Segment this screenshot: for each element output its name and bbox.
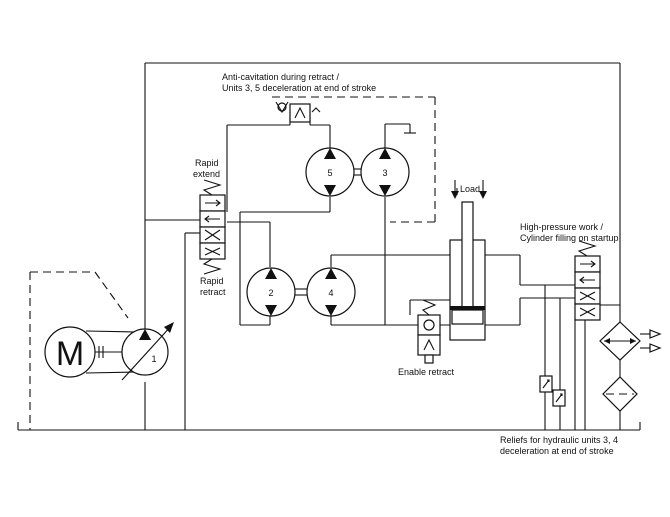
load-arrows [451, 180, 487, 199]
pump-1-number: 1 [151, 354, 156, 364]
enable-retract-valve [417, 299, 441, 364]
motor-letter: M [56, 335, 84, 373]
unit-5-number: 5 [327, 168, 332, 178]
label-rapid-extend-1: Rapid [195, 158, 219, 168]
label-rapid-retract-2: retract [200, 287, 226, 297]
anti-cavitation-valve [275, 101, 321, 123]
label-high-pressure-1: High-pressure work / [520, 222, 604, 232]
label-rapid-retract-1: Rapid [200, 276, 224, 286]
unit-3-number: 3 [382, 168, 387, 178]
hydraulic-cylinder [449, 188, 486, 341]
pilot-lines [29, 96, 436, 430]
label-high-pressure-2: Cylinder filling on startup [520, 233, 619, 243]
label-reliefs-1: Reliefs for hydraulic units 3, 4 [500, 435, 618, 445]
unit-3: 3 [360, 147, 410, 197]
relief-valves [539, 375, 566, 407]
filter [602, 376, 638, 412]
unit-2-number: 2 [268, 288, 273, 298]
rapid-valve [199, 179, 226, 275]
unit-2: 2 [246, 267, 296, 317]
main-pump-1: 1 [121, 322, 174, 381]
electric-motor: M [44, 326, 136, 378]
label-load: Load [460, 184, 480, 194]
unit-4: 4 [306, 267, 356, 317]
unit-4-number: 4 [328, 288, 333, 298]
label-enable-retract: Enable retract [398, 367, 455, 377]
tank-line [17, 422, 641, 431]
label-rapid-extend-2: extend [193, 169, 220, 179]
label-anticav-1: Anti-cavitation during retract / [222, 72, 340, 82]
label-reliefs-2: deceleration at end of stroke [500, 446, 614, 456]
cooler [599, 321, 662, 361]
unit-5: 5 [305, 147, 355, 197]
high-pressure-valve [574, 240, 601, 321]
label-anticav-2: Units 3, 5 deceleration at end of stroke [222, 83, 376, 93]
